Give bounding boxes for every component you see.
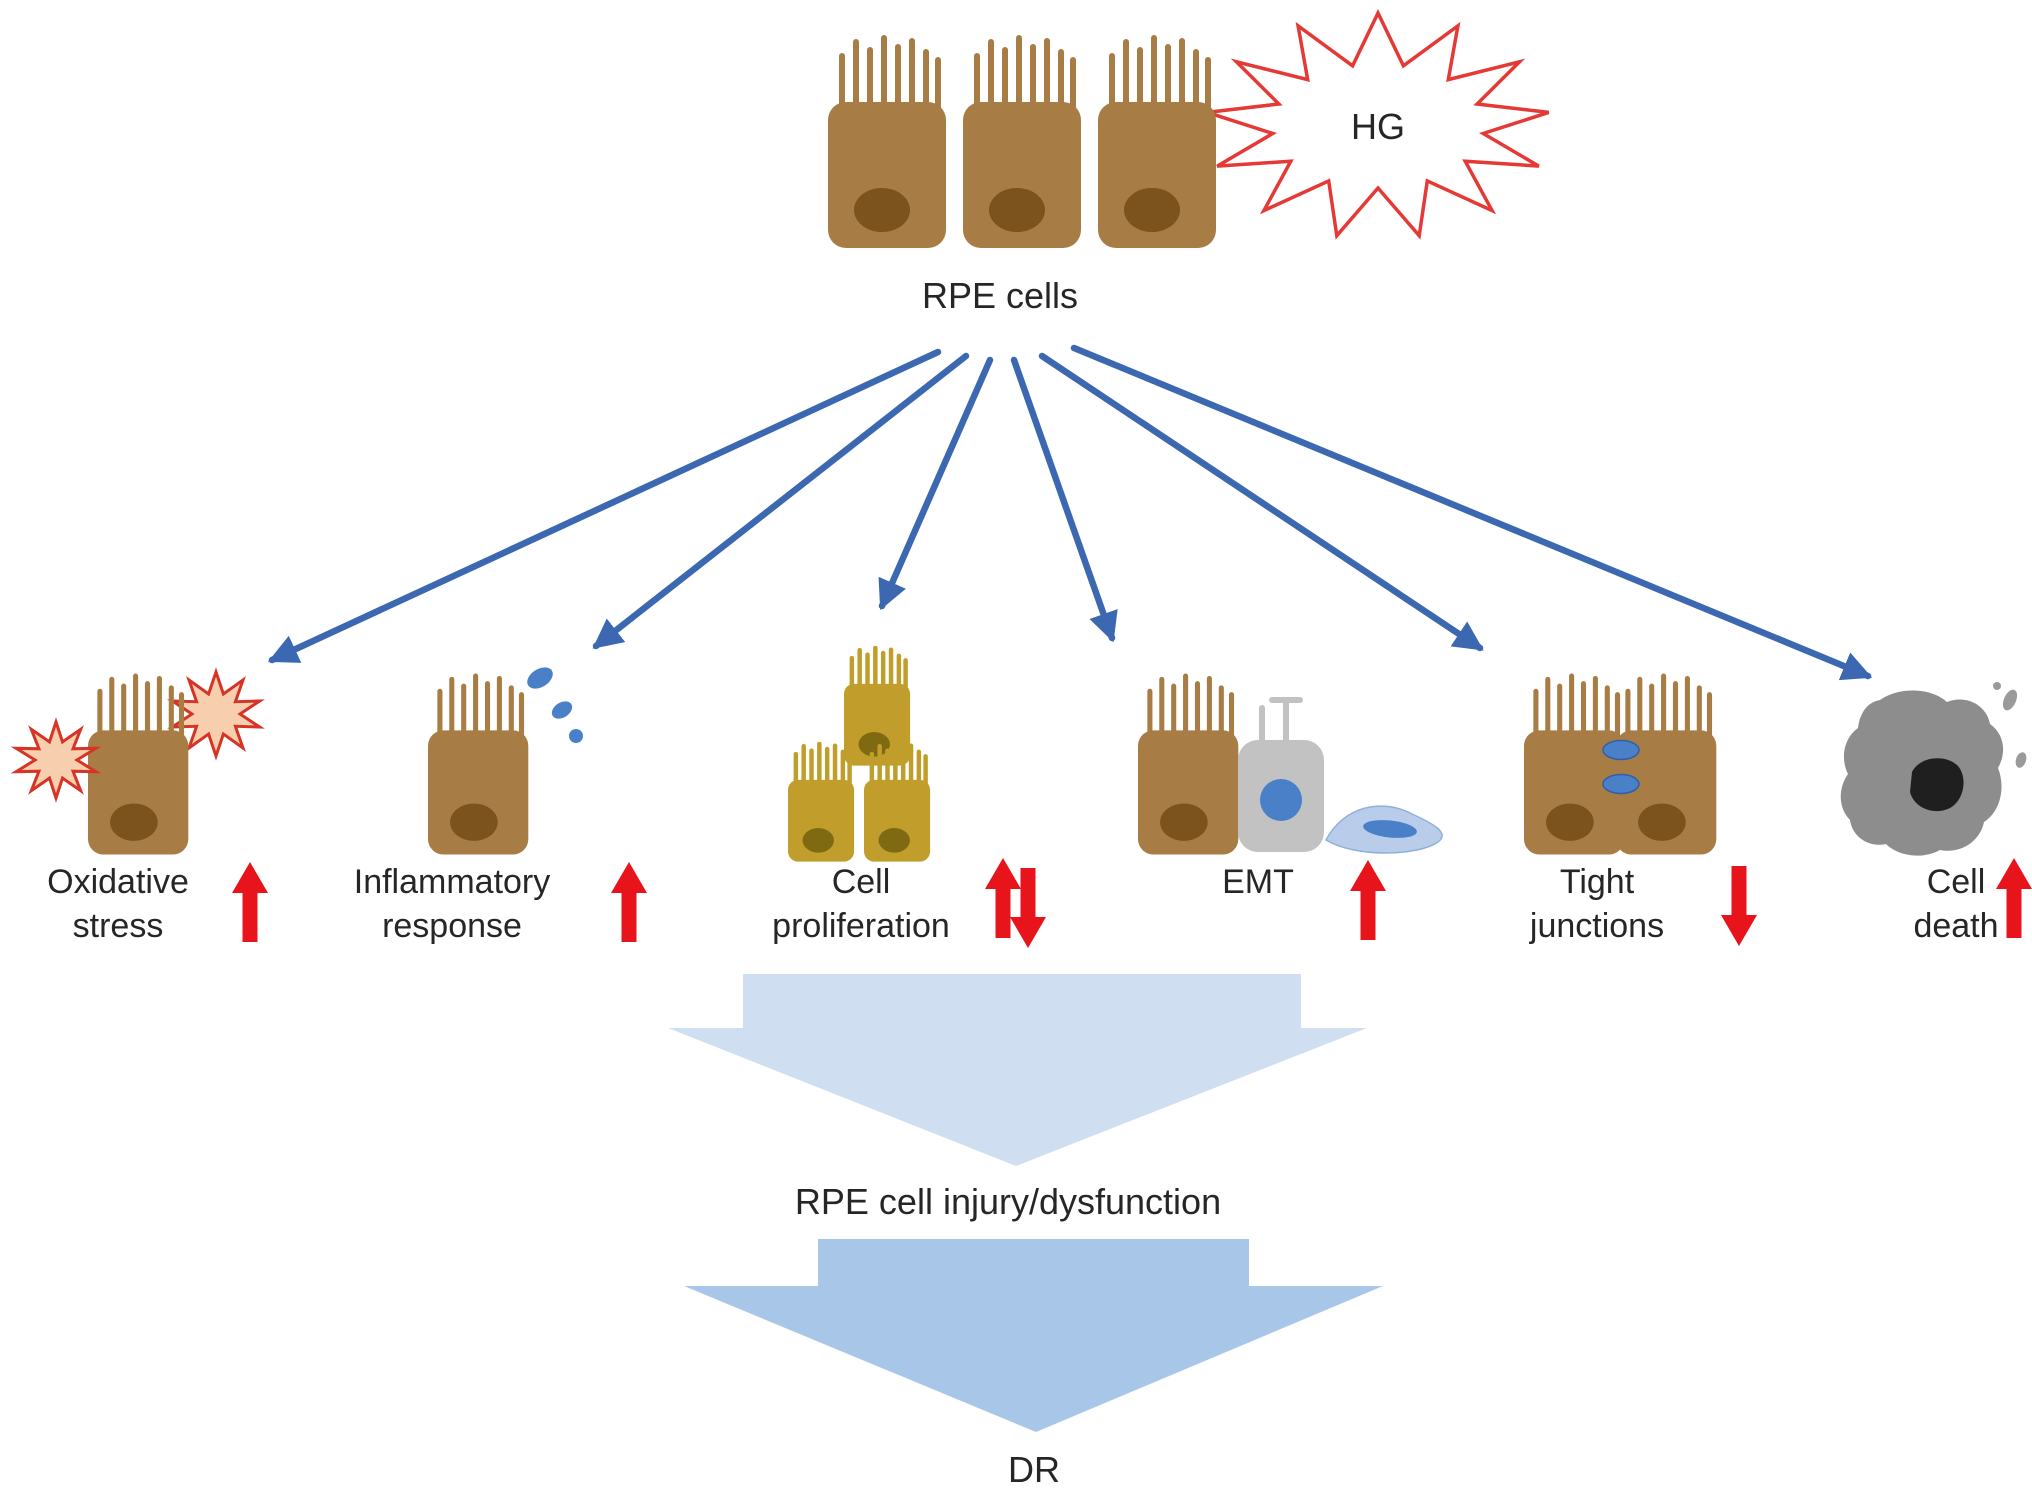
- fan-arrow-inflammatory: [592, 352, 970, 650]
- rpe-cell: [1616, 676, 1716, 855]
- rpe-cells-label: RPE cells: [922, 275, 1078, 316]
- dead-cell-hole-icon: [1910, 758, 1964, 812]
- rpe-cell: [1138, 676, 1238, 855]
- rpe-cells-group: [828, 38, 1216, 248]
- fan-arrow-tight-junctions: [1038, 352, 1484, 652]
- gold-cell: [788, 744, 854, 862]
- emt-icon: [1138, 676, 1443, 855]
- red-up-arrow-cell-death: [1996, 858, 2032, 938]
- transitioning-cell-icon: [1238, 697, 1324, 852]
- red-up-arrow-oxidative: [232, 862, 268, 942]
- rpe-cell: [828, 38, 946, 248]
- cell-debris-icon: [1993, 682, 2027, 768]
- fan-arrow-emt: [1010, 356, 1118, 643]
- red-up-arrow-emt: [1350, 860, 1386, 940]
- outcome-labels: Oxidative stress Inflammatory response C…: [47, 863, 1998, 945]
- label-cell-death-line2: death: [1913, 907, 1998, 945]
- dr-label: DR: [1008, 1449, 1060, 1490]
- fan-arrows: [267, 344, 1873, 681]
- big-arrow-dr: [684, 1239, 1383, 1432]
- big-arrow-injury: [668, 974, 1367, 1166]
- hg-starburst-shape: [1206, 8, 1550, 240]
- fan-arrow-oxidative-stress: [267, 348, 942, 664]
- oxidative-stress-icon: [10, 667, 265, 855]
- red-down-arrow-tight-junctions: [1721, 866, 1757, 946]
- rpe-cell: [88, 676, 188, 855]
- label-emt: EMT: [1222, 863, 1294, 901]
- cell-proliferation-icon: [788, 648, 930, 862]
- fan-arrow-cell-death: [1070, 344, 1873, 681]
- mesenchymal-cell-icon: [1325, 805, 1443, 854]
- rpe-cell: [1524, 676, 1624, 855]
- label-inflammatory-line1: Inflammatory: [354, 863, 551, 901]
- cell-death-icon: [1840, 682, 2027, 856]
- label-proliferation-line1: Cell: [832, 863, 891, 901]
- rpe-cell: [963, 38, 1081, 248]
- oxidative-burst-icon: [167, 667, 265, 761]
- label-tight-junctions-line1: Tight: [1560, 863, 1635, 901]
- hg-label: HG: [1351, 106, 1405, 147]
- gold-cell: [844, 648, 910, 766]
- gold-cell: [864, 744, 930, 862]
- label-tight-junctions-line2: junctions: [1529, 907, 1664, 945]
- tight-junctions-icon: [1524, 676, 1716, 855]
- fan-arrow-cell-proliferation: [878, 356, 994, 611]
- hg-starburst: HG: [1206, 8, 1550, 240]
- label-oxidative-line2: stress: [73, 907, 164, 945]
- label-oxidative-line1: Oxidative: [47, 863, 189, 901]
- rpe-cell: [428, 676, 528, 855]
- label-proliferation-line2: proliferation: [772, 907, 950, 945]
- injury-label: RPE cell injury/dysfunction: [795, 1181, 1221, 1222]
- junction-ovals-icon: [1602, 739, 1640, 795]
- rpe-cell: [1098, 38, 1216, 248]
- label-cell-death-line1: Cell: [1927, 863, 1986, 901]
- secreted-droplets-icon: [527, 667, 583, 743]
- red-up-arrow-inflammatory: [611, 862, 647, 942]
- oxidative-burst-icon: [10, 717, 102, 803]
- label-inflammatory-line2: response: [382, 907, 522, 945]
- inflammatory-response-icon: [428, 667, 583, 855]
